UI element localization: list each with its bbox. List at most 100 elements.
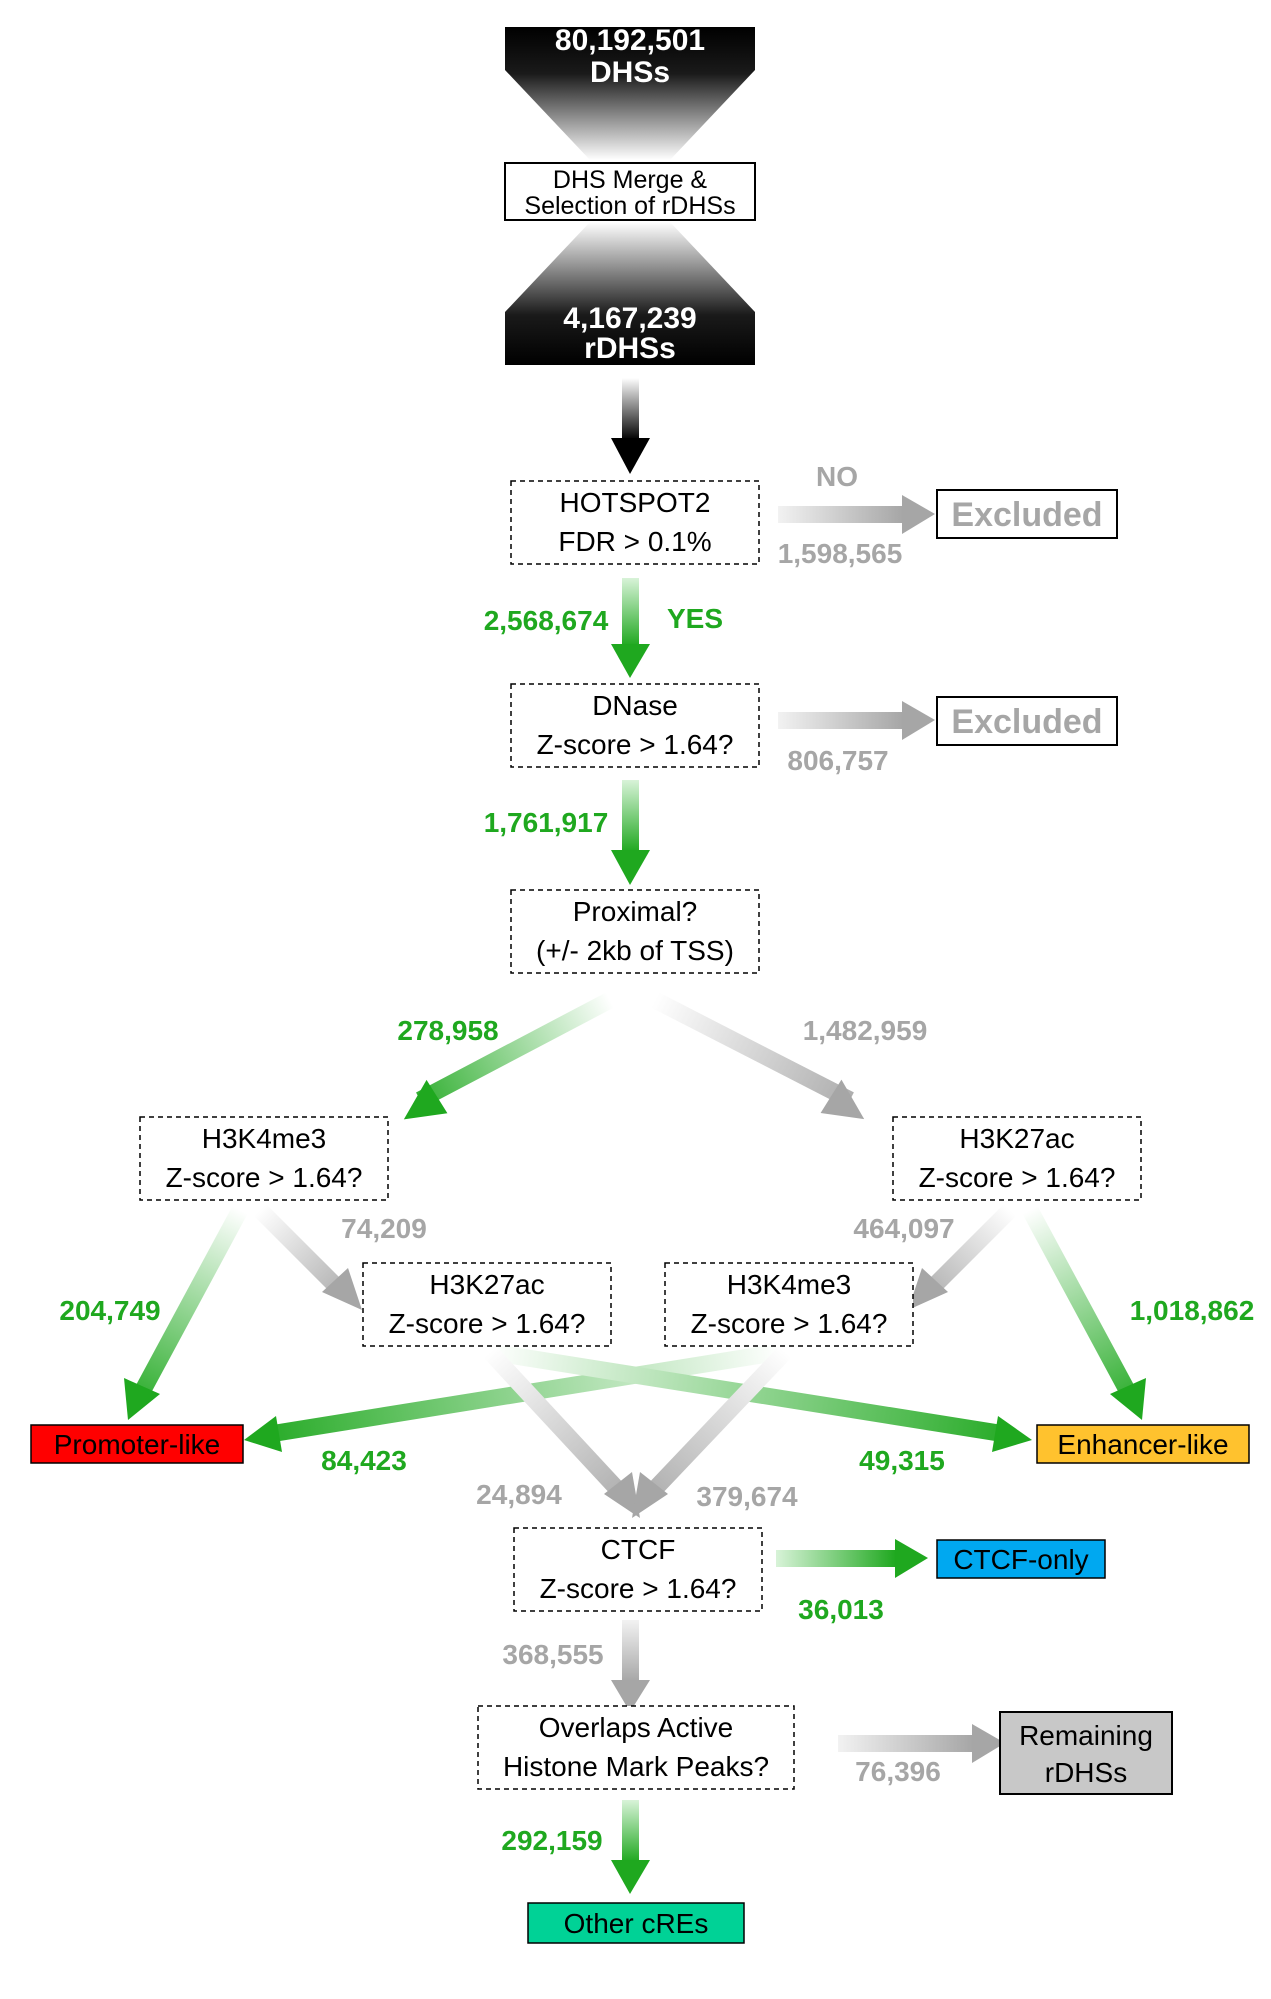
no-label: NO	[816, 461, 858, 492]
arrow-funnel-hotspot-shaft	[622, 378, 639, 440]
funnel-top-count: 80,192,501	[555, 24, 705, 57]
arrow-hotspot-dnase-shaft	[622, 578, 639, 646]
remaining-rdhss-box: Remaining rDHSs	[999, 1711, 1173, 1795]
arrow-overlaps-remaining-shaft	[838, 1735, 973, 1752]
overlaps-line2: Histone Mark Peaks?	[503, 1751, 769, 1782]
arrow-right-mid-head	[908, 1268, 948, 1310]
ctcf-line2: Z-score > 1.64?	[540, 1573, 737, 1604]
count-enhancer-direct: 1,018,862	[1130, 1295, 1255, 1326]
outcomes: Excluded Excluded Promoter-like Enhancer…	[30, 489, 1250, 1944]
count-enhancer-from-mid: 49,315	[859, 1445, 945, 1476]
merge-box-line1: DHS Merge &	[553, 166, 708, 194]
ctcf-node: CTCF Z-score > 1.64?	[513, 1527, 763, 1612]
h3k4me3-mid-line1: H3K4me3	[727, 1269, 852, 1300]
arrow-dnase-excluded-head	[902, 701, 935, 740]
arrow-overlaps-other-shaft	[622, 1800, 639, 1862]
funnel-bottom-unit: rDHSs	[584, 332, 676, 365]
h3k27ac-right-node: H3K27ac Z-score > 1.64?	[892, 1116, 1142, 1201]
excluded-box-1: Excluded	[936, 489, 1118, 539]
count-dnase-pass: 1,761,917	[484, 807, 609, 838]
arrow-proximal-left-head	[403, 1079, 448, 1120]
arrow-left-promoter-shaft	[135, 1205, 248, 1395]
dnase-node: DNase Z-score > 1.64?	[510, 683, 760, 768]
arrow-dnase-proximal-head	[611, 850, 650, 885]
ctcf-only-box: CTCF-only	[936, 1539, 1106, 1579]
count-remaining: 76,396	[855, 1756, 941, 1787]
h3k27ac-mid-line1: H3K27ac	[429, 1269, 544, 1300]
h3k4me3-mid-line2: Z-score > 1.64?	[691, 1308, 888, 1339]
enhancer-like-box: Enhancer-like	[1036, 1424, 1250, 1464]
arrow-ctcf-only-shaft	[776, 1550, 896, 1567]
count-mid-right-to-ctcf: 379,674	[696, 1481, 798, 1512]
h3k27ac-mid-line2: Z-score > 1.64?	[389, 1308, 586, 1339]
excluded-label-1: Excluded	[951, 496, 1102, 534]
arrow-mid-enhancer-head	[992, 1416, 1032, 1452]
h3k27ac-mid-node: H3K27ac Z-score > 1.64?	[362, 1262, 612, 1347]
count-ctcf-to-overlaps: 368,555	[502, 1639, 603, 1670]
arrow-dnase-excluded-shaft	[778, 712, 903, 729]
count-hotspot-pass: 2,568,674	[484, 605, 609, 636]
ctcf-line1: CTCF	[601, 1534, 676, 1565]
arrow-ctcf-only-head	[895, 1539, 928, 1578]
ctcf-only-label: CTCF-only	[953, 1544, 1088, 1575]
count-other: 292,159	[501, 1825, 602, 1856]
arrow-proximal-right-head	[820, 1079, 865, 1120]
merge-box-line2: Selection of rDHSs	[524, 192, 735, 220]
excluded-box-2: Excluded	[936, 696, 1118, 746]
funnel-bottom-count: 4,167,239	[563, 302, 696, 335]
remaining-line2: rDHSs	[1045, 1757, 1127, 1788]
arrow-mid-left-ctcf-head	[604, 1472, 640, 1518]
decision-nodes: HOTSPOT2 FDR > 0.1% DNase Z-score > 1.64…	[139, 480, 1142, 1790]
arrow-ctcf-overlaps-shaft	[622, 1620, 639, 1682]
arrow-left-promoter-head	[124, 1378, 160, 1420]
arrow-funnel-hotspot-head	[611, 438, 650, 474]
arrow-mid-right-ctcf-shaft	[645, 1346, 792, 1498]
hotspot-line1: HOTSPOT2	[560, 487, 711, 518]
hotspot-node: HOTSPOT2 FDR > 0.1%	[510, 480, 760, 565]
promoter-like-box: Promoter-like	[30, 1424, 244, 1464]
count-mid-left-to-ctcf: 24,894	[476, 1479, 562, 1510]
count-dnase-excluded: 806,757	[787, 745, 888, 776]
excluded-label-2: Excluded	[951, 703, 1102, 741]
remaining-line1: Remaining	[1019, 1720, 1153, 1751]
arrow-hotspot-excluded-head	[902, 495, 935, 534]
proximal-line2: (+/- 2kb of TSS)	[536, 935, 734, 966]
proximal-line1: Proximal?	[573, 896, 697, 927]
count-distal: 1,482,959	[803, 1015, 928, 1046]
dnase-line2: Z-score > 1.64?	[537, 729, 734, 760]
arrow-overlaps-other-head	[611, 1860, 650, 1894]
arrow-mid-promoter-head	[244, 1416, 282, 1452]
arrow-ctcf-overlaps-head	[611, 1680, 650, 1712]
h3k4me3-left-node: H3K4me3 Z-score > 1.64?	[139, 1116, 389, 1201]
proximal-node: Proximal? (+/- 2kb of TSS)	[510, 889, 760, 974]
yes-label: YES	[667, 603, 723, 634]
h3k4me3-mid-node: H3K4me3 Z-score > 1.64?	[664, 1262, 914, 1347]
arrow-hotspot-dnase-head	[611, 644, 650, 678]
arrows	[124, 378, 1146, 1894]
arrow-hotspot-excluded-shaft	[778, 506, 903, 523]
overlaps-node: Overlaps Active Histone Mark Peaks?	[477, 1705, 795, 1790]
funnel-top-shape	[505, 27, 755, 160]
merge-box	[504, 162, 756, 221]
arrow-mid-right-ctcf-head	[632, 1472, 668, 1518]
count-hotspot-excluded: 1,598,565	[778, 538, 903, 569]
arrow-right-enhancer-shaft	[1022, 1205, 1135, 1395]
arrow-dnase-proximal-shaft	[622, 780, 639, 852]
arrow-proximal-left-shaft	[416, 992, 614, 1108]
enhancer-like-label: Enhancer-like	[1057, 1429, 1228, 1460]
funnel-top-unit: DHSs	[590, 56, 670, 89]
other-cres-box: Other cREs	[527, 1902, 745, 1944]
overlaps-line1: Overlaps Active	[539, 1712, 734, 1743]
funnel: 80,192,501 DHSs DHS Merge & Selection of…	[504, 24, 756, 365]
arrow-right-mid-shaft	[925, 1203, 1017, 1295]
h3k4me3-left-line2: Z-score > 1.64?	[166, 1162, 363, 1193]
arrow-mid-left-ctcf-shaft	[483, 1346, 627, 1498]
arrow-right-enhancer-head	[1110, 1378, 1146, 1420]
count-proximal: 278,958	[397, 1015, 498, 1046]
funnel-bottom-shape	[505, 222, 755, 365]
count-right-to-mid: 464,097	[853, 1213, 954, 1244]
count-promoter-from-mid: 84,423	[321, 1445, 407, 1476]
h3k4me3-left-line1: H3K4me3	[202, 1123, 327, 1154]
arrow-left-mid-head	[322, 1268, 362, 1310]
